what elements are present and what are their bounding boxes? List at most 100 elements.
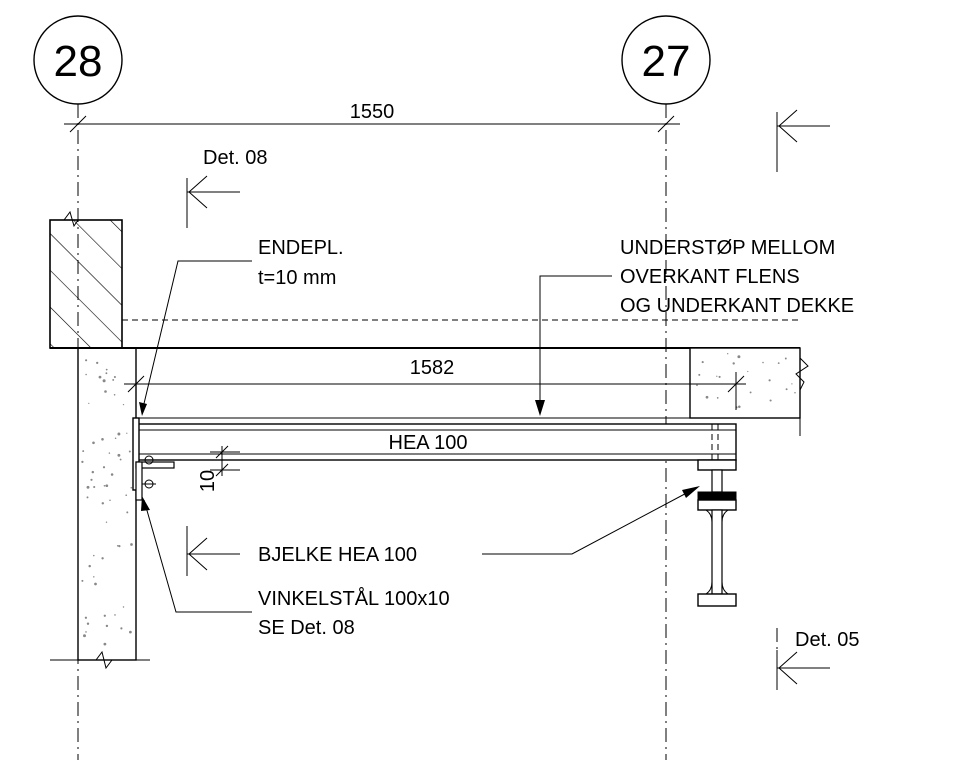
concrete-speckle [104, 390, 107, 393]
concrete-speckle [108, 452, 111, 454]
concrete-speckle [86, 485, 90, 489]
concrete-speckle [129, 630, 132, 634]
grout-label-3: OG UNDERKANT DEKKE [620, 295, 854, 317]
concrete-speckle [122, 403, 125, 406]
concrete-speckle [91, 470, 95, 474]
concrete-speckle [82, 450, 85, 453]
beam-hea100: HEA 100 [137, 423, 737, 461]
detail-08-label: Det. 08 [203, 147, 267, 169]
end-plate-label-2: t=10 mm [258, 267, 336, 289]
concrete-speckle [85, 359, 88, 362]
concrete-speckle [738, 405, 741, 408]
angle-bracket [135, 455, 175, 501]
concrete-slab [50, 319, 809, 436]
concrete-speckle [103, 614, 106, 617]
dimension-span: 1550 [64, 101, 680, 133]
concrete-speckle [101, 557, 104, 560]
concrete-speckle [737, 355, 741, 359]
concrete-speckle [105, 521, 108, 523]
concrete-speckle [102, 379, 106, 383]
supporting-beam-section [697, 459, 737, 607]
end-plate-label-1: ENDEPL. [258, 237, 344, 259]
concrete-speckle [90, 478, 93, 481]
concrete-speckle [102, 466, 106, 469]
concrete-speckle [784, 357, 787, 360]
concrete-speckle [705, 395, 709, 399]
grid-label-28: 28 [54, 37, 103, 86]
concrete-speckle [81, 460, 84, 464]
grout-callout: UNDERSTØP MELLOM OVERKANT FLENS OG UNDER… [535, 237, 854, 416]
concrete-speckle [105, 372, 108, 375]
concrete-speckle [716, 397, 719, 399]
concrete-speckle [130, 486, 133, 489]
concrete-speckle [103, 642, 107, 646]
concrete-speckle [84, 616, 88, 619]
grid-bubble-27: 27 [621, 15, 711, 105]
concrete-speckle [88, 402, 90, 404]
concrete-speckle [109, 499, 111, 501]
dimension-angle-leg: 10 [197, 445, 240, 492]
concrete-speckle [83, 634, 86, 638]
concrete-speckle [126, 432, 128, 434]
concrete-speckle [94, 582, 97, 586]
end-plate-callout: ENDEPL. t=10 mm [139, 237, 344, 416]
concrete-speckle [105, 624, 109, 628]
concrete-speckle [117, 432, 121, 436]
concrete-speckle [81, 579, 84, 582]
concrete-speckle [769, 399, 772, 402]
concrete-speckle [768, 379, 771, 382]
concrete-speckle [93, 576, 95, 578]
concrete-speckle [727, 353, 729, 355]
section-marker-det-05: Det. 05 [776, 628, 859, 690]
concrete-speckle [98, 375, 102, 379]
concrete-speckle [92, 441, 95, 445]
section-marker-top-right [776, 109, 830, 175]
dimension-beam-length-text: 1582 [410, 357, 455, 379]
grid-label-27: 27 [642, 37, 691, 86]
concrete-speckle [698, 373, 701, 376]
concrete-speckle [777, 362, 780, 365]
concrete-column [50, 347, 150, 670]
concrete-speckle [116, 544, 119, 547]
concrete-speckle [113, 375, 116, 379]
concrete-speckle [762, 361, 764, 364]
concrete-speckle [128, 450, 131, 453]
grid-bubble-28: 28 [33, 15, 123, 105]
concrete-speckle [126, 511, 129, 514]
beam-callout: BJELKE HEA 100 [186, 486, 700, 576]
concrete-speckle [130, 543, 133, 546]
angle-callout: VINKELSTÅL 100x10 SE Det. 08 [141, 496, 450, 639]
concrete-speckle [791, 383, 793, 385]
concrete-speckle [86, 496, 89, 499]
concrete-speckle [105, 368, 108, 371]
concrete-speckle [113, 394, 116, 396]
concrete-speckle [125, 494, 128, 497]
angle-label-1: VINKELSTÅL 100x10 [258, 587, 450, 610]
concrete-speckle [114, 614, 116, 616]
section-marker-det-08: Det. 08 [186, 147, 267, 228]
dimension-beam-length: 1582 [124, 357, 746, 410]
concrete-speckle [85, 631, 87, 633]
concrete-speckle [93, 554, 95, 557]
concrete-speckle [86, 622, 90, 625]
concrete-speckle [749, 391, 752, 394]
concrete-speckle [696, 384, 698, 387]
masonry-wall [49, 210, 123, 349]
concrete-speckle [119, 458, 122, 461]
grout-label-2: OVERKANT FLENS [620, 266, 800, 288]
beam-profile-label: HEA 100 [389, 432, 468, 454]
concrete-speckle [794, 392, 796, 394]
dimension-span-text: 1550 [350, 101, 395, 123]
beam-callout-label: BJELKE HEA 100 [258, 544, 417, 566]
concrete-speckle [747, 370, 749, 373]
concrete-speckle [785, 388, 788, 391]
grout-label-1: UNDERSTØP MELLOM [620, 237, 835, 259]
concrete-speckle [122, 606, 125, 608]
concrete-speckle [112, 378, 115, 381]
concrete-speckle [110, 473, 114, 476]
concrete-speckle [101, 438, 104, 441]
dimension-angle-leg-text: 10 [197, 470, 219, 492]
concrete-speckle [105, 484, 109, 488]
concrete-speckle [732, 362, 735, 365]
concrete-speckle [96, 361, 99, 365]
